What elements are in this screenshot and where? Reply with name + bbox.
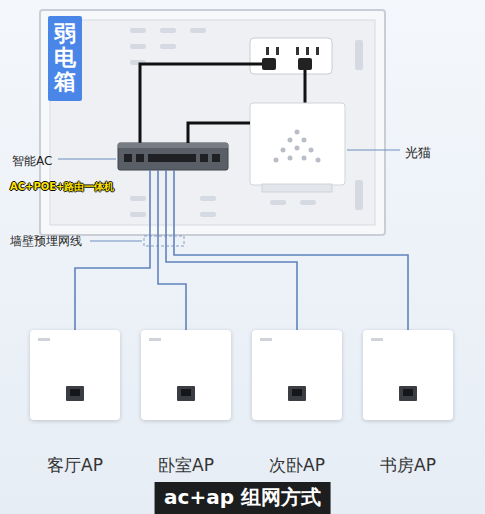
- modem-dots: [274, 130, 321, 163]
- socket-holes: [266, 47, 319, 55]
- box-frame: [40, 10, 385, 235]
- plug: [298, 58, 312, 70]
- ap-label: 客厅AP: [10, 454, 140, 477]
- node-label: 弱电箱: [48, 16, 82, 101]
- network-cable: [158, 170, 186, 330]
- modem-box: 光猫: [250, 103, 345, 185]
- ap-port-icon: [30, 330, 120, 420]
- ap-box: 客厅AP: [30, 330, 120, 420]
- ac-switch-top: [118, 143, 228, 148]
- ap-port-icon: [141, 330, 231, 420]
- network-cable: [174, 170, 408, 330]
- power-cord: [140, 64, 262, 143]
- ap-box: 书房AP: [363, 330, 453, 420]
- node-label: 智能AC: [12, 153, 52, 170]
- caption: ac+ap 组网方式: [154, 482, 331, 514]
- box-panel: [50, 20, 375, 225]
- power-socket: [250, 38, 332, 74]
- ap-label: 卧室AP: [121, 454, 251, 477]
- modem-base: [262, 184, 332, 192]
- mount-slots: [130, 28, 363, 217]
- leader-line: [347, 150, 400, 151]
- ap-box: 卧室AP: [141, 330, 231, 420]
- leader-line: [58, 159, 116, 160]
- switch-ports: [124, 154, 220, 162]
- callout-label: 墙壁预埋网线: [10, 233, 82, 250]
- ap-port-icon: [363, 330, 453, 420]
- network-cable: [75, 170, 150, 330]
- ac-switch-box: 智能ACAC+POE+路由一体机: [118, 143, 228, 170]
- node-label: 光猫: [405, 144, 431, 162]
- weak-current-box: 弱电箱智能ACAC+POE+路由一体机光猫: [40, 10, 385, 235]
- power-cord: [304, 70, 307, 103]
- ac-switch: [118, 143, 228, 170]
- ap-label: 书房AP: [343, 454, 473, 477]
- plug: [262, 58, 276, 70]
- uplink-cable: [188, 123, 250, 143]
- network-cable: [166, 170, 297, 330]
- optical-modem: [250, 103, 345, 185]
- ap-label: 次卧AP: [232, 454, 362, 477]
- node-label: AC+POE+路由一体机: [10, 180, 115, 194]
- ap-port-icon: [252, 330, 342, 420]
- leader-line: [90, 241, 142, 242]
- ap-box: 次卧AP: [252, 330, 342, 420]
